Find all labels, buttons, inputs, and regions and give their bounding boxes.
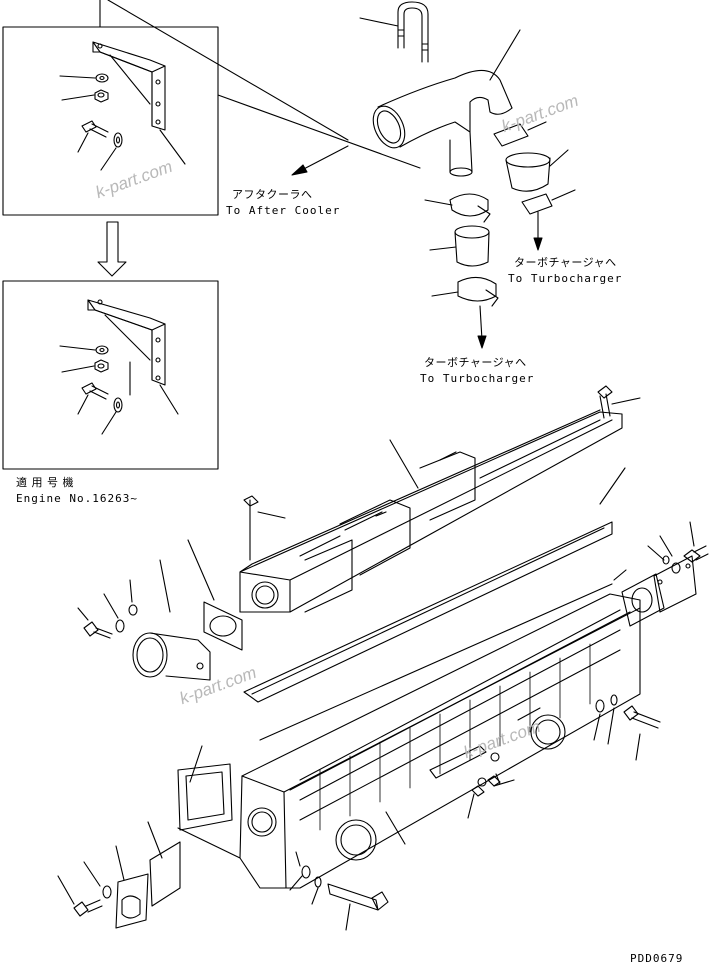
clamp-4 — [431, 276, 499, 307]
bracket-cover-1 — [92, 41, 166, 131]
elbow-pipe — [372, 29, 521, 177]
hose-1 — [505, 149, 569, 192]
lower-left-cover — [57, 745, 241, 929]
leader-lines-1 — [59, 75, 186, 171]
manifold-screws — [471, 775, 515, 797]
arrow-after-cooler — [291, 145, 349, 176]
left-flange-gasket — [187, 539, 243, 651]
inset-box-before — [2, 0, 421, 216]
inset-box-after — [2, 280, 219, 470]
bolt-1 — [81, 120, 109, 138]
left-bolts — [77, 579, 138, 639]
gasket — [243, 521, 613, 703]
left-elbow-connector — [132, 559, 211, 681]
down-arrow — [97, 221, 127, 277]
hose-clamp-1 — [493, 121, 547, 147]
bracket-cover-2 — [87, 299, 166, 396]
turbo-label-1-jp: ターボチャージャへ — [514, 256, 617, 269]
washer-1b — [113, 132, 123, 148]
washer-1 — [95, 73, 109, 83]
hose-clamp-2 — [521, 189, 576, 215]
right-bolt-washers — [593, 694, 661, 761]
u-bolt — [359, 1, 429, 63]
arrow-turbo-1 — [533, 211, 543, 251]
applicable-engine-label-jp: 適 用 号 機 — [16, 476, 74, 489]
arrow-turbo-2 — [477, 305, 487, 349]
after-cooler-label-en: To After Cooler — [226, 204, 341, 217]
bottom-bolt-washers — [289, 851, 389, 931]
lower-manifold — [239, 583, 641, 889]
right-gasket-cover — [613, 521, 709, 627]
turbo-label-2-jp: ターボチャージャへ — [424, 356, 527, 369]
turbo-label-1-en: To Turbocharger — [508, 272, 623, 285]
drawing-code: PDD0679 — [630, 952, 684, 965]
clamp-3 — [424, 193, 491, 223]
turbo-label-2-en: To Turbocharger — [420, 372, 535, 385]
hose-2 — [429, 225, 490, 267]
engine-number-label: Engine No.16263~ — [16, 492, 138, 505]
upper-manifold — [239, 409, 626, 613]
nut-1 — [94, 89, 109, 103]
after-cooler-label-jp: アフタクーラへ — [232, 188, 313, 201]
